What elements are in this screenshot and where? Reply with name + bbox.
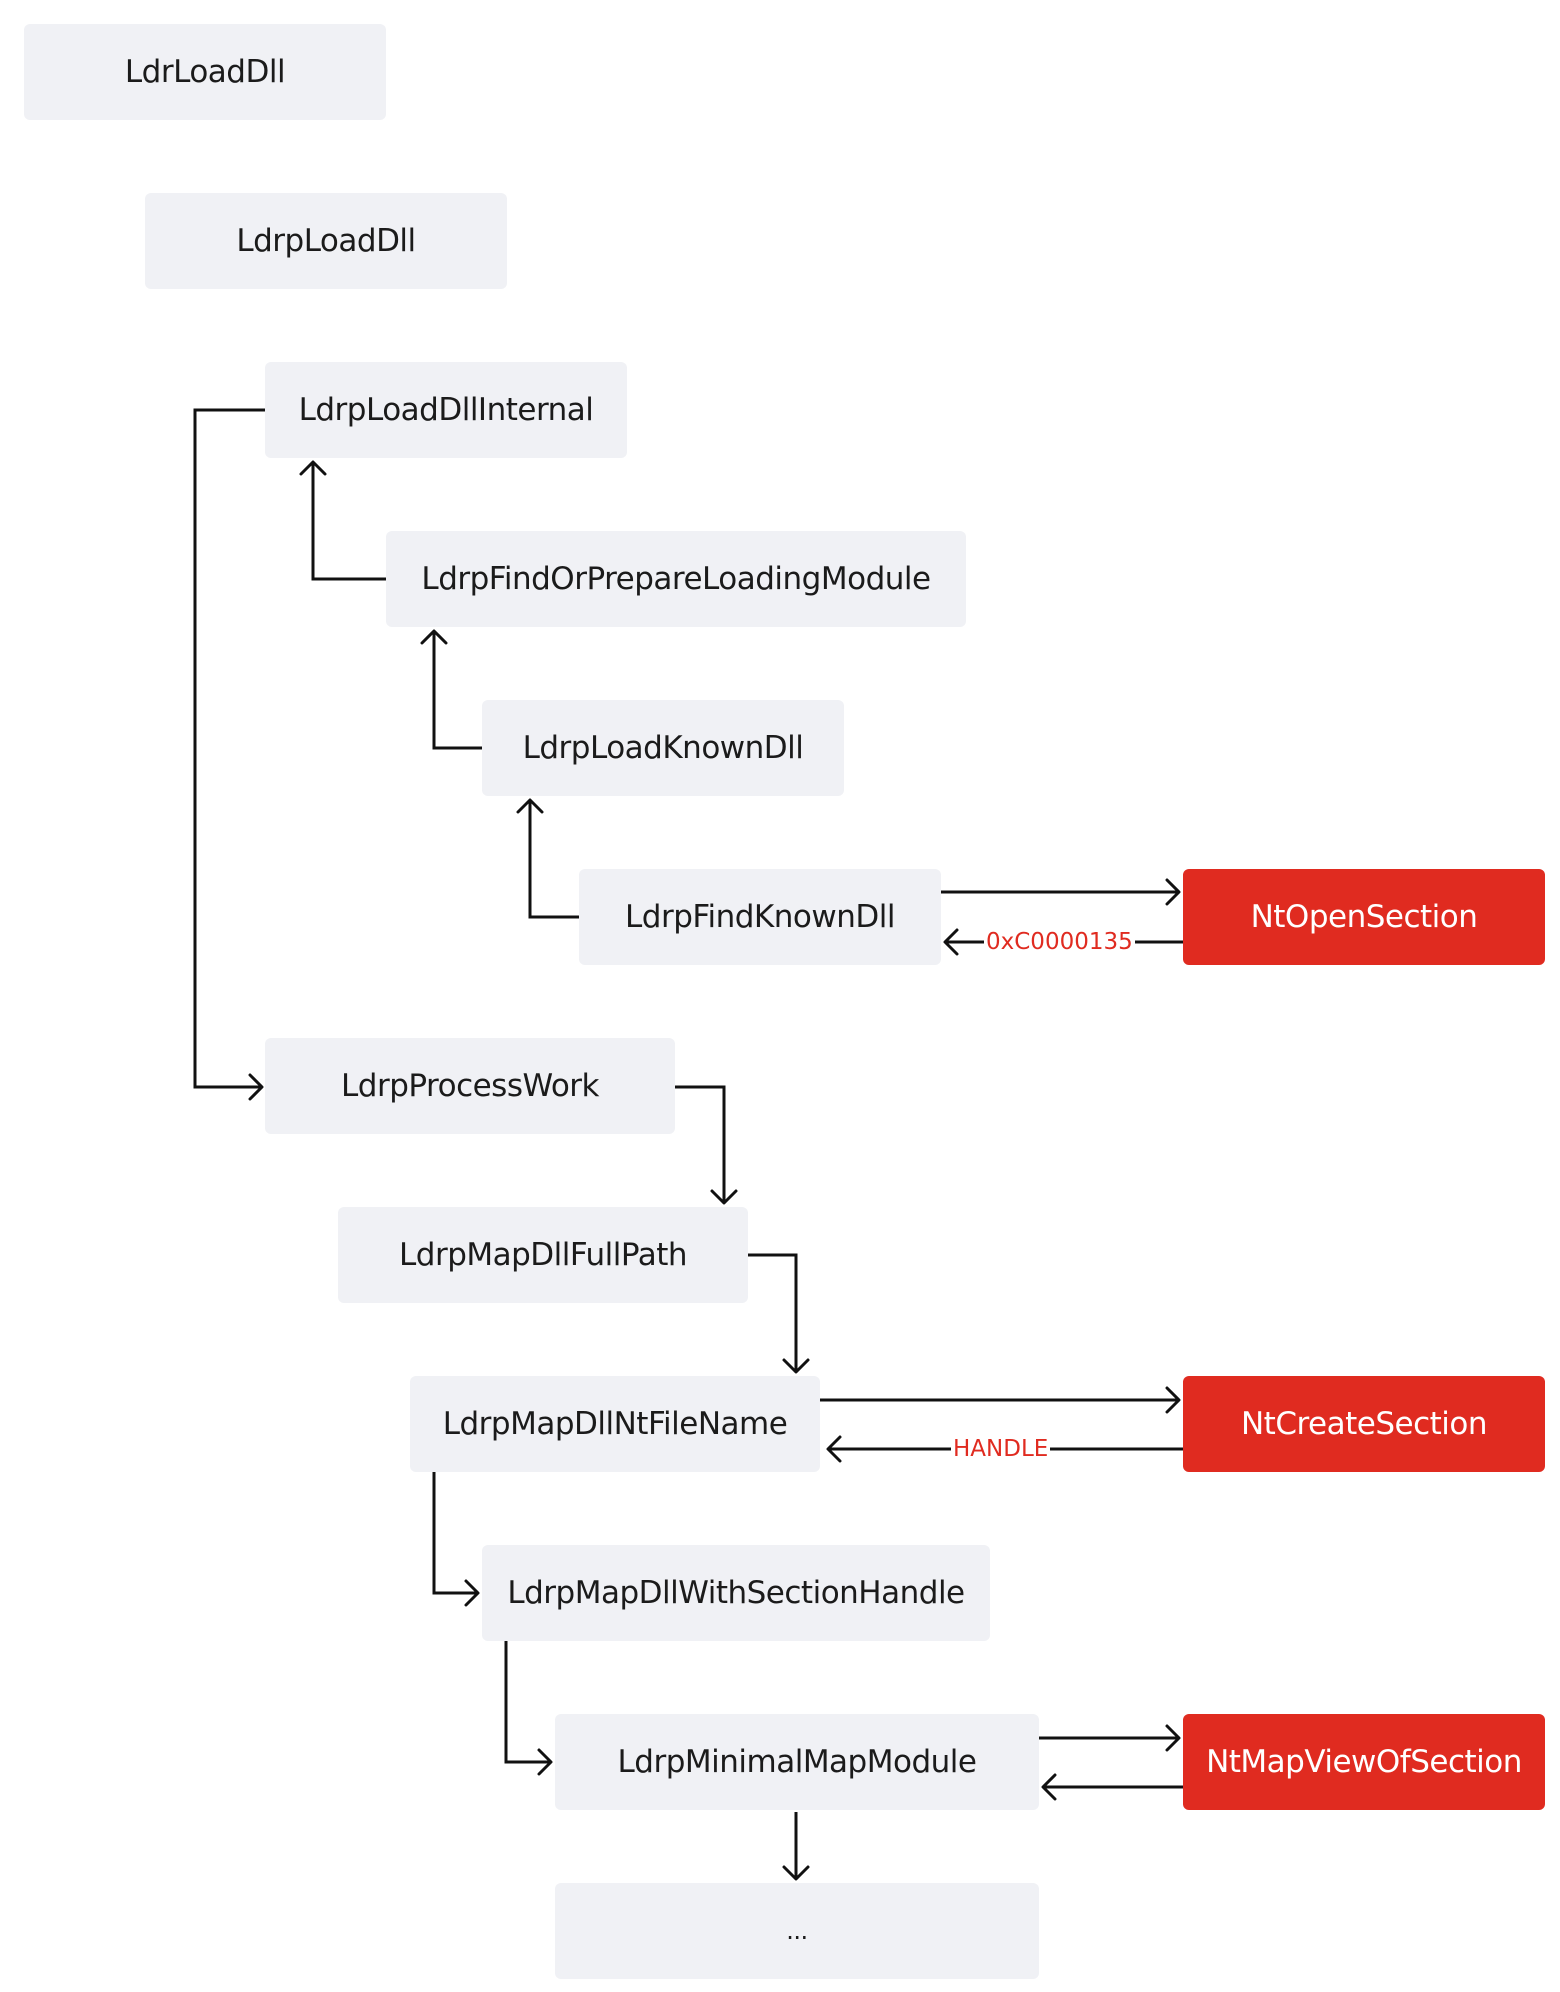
arrowhead-find-known-dll-return — [943, 928, 959, 956]
arrowhead-nt-create-section — [1165, 1386, 1181, 1414]
arrowhead-load-known-dll — [516, 798, 544, 814]
arrowhead-nt-file-name-return — [826, 1435, 842, 1463]
node-nt-map-view-of-section: NtMapViewOfSection — [1183, 1714, 1545, 1810]
node-ldrp-minimal-map-module: LdrpMinimalMapModule — [555, 1714, 1039, 1810]
edge-internal-to-process-work — [193, 408, 265, 1089]
node-ldrp-process-work: LdrpProcessWork — [265, 1038, 675, 1134]
edge-map-dll-full-path-to-nt-file-name — [748, 1253, 798, 1372]
edge-with-section-handle-to-minimal-map-module — [504, 1641, 551, 1764]
arrowhead-find-or-prepare — [420, 629, 448, 645]
arrowhead-process-work — [248, 1073, 264, 1101]
arrowhead-ellipsis — [782, 1865, 810, 1881]
node-ldrp-map-dll-with-section-handle: LdrpMapDllWithSectionHandle — [482, 1545, 990, 1641]
node-ldrp-find-or-prepare-loading-module: LdrpFindOrPrepareLoadingModule — [386, 531, 966, 627]
label-handle: HANDLE — [951, 1436, 1051, 1462]
arrowhead-minimal-map-module-return — [1041, 1773, 1057, 1801]
arrowhead-internal — [299, 460, 327, 476]
label-status-0xc0000135: 0xC0000135 — [984, 929, 1135, 955]
edge-find-known-dll-to-load-known-dll — [528, 800, 579, 919]
node-ldrp-load-dll: LdrpLoadDll — [145, 193, 507, 289]
arrowhead-nt-open-section — [1165, 878, 1181, 906]
arrowhead-map-dll-full-path — [710, 1189, 738, 1205]
node-ldr-load-dll: LdrLoadDll — [24, 24, 386, 120]
node-ldrp-load-dll-internal: LdrpLoadDllInternal — [265, 362, 627, 458]
node-ldrp-map-dll-nt-file-name: LdrpMapDllNtFileName — [410, 1376, 820, 1472]
node-ellipsis: ... — [555, 1883, 1039, 1979]
edge-nt-file-name-to-with-section-handle — [432, 1472, 478, 1595]
node-nt-create-section: NtCreateSection — [1183, 1376, 1545, 1472]
node-ldrp-load-known-dll: LdrpLoadKnownDll — [482, 700, 844, 796]
edge-find-or-prepare-to-internal — [311, 462, 386, 581]
arrowhead-nt-map-view-of-section — [1165, 1724, 1181, 1752]
node-ldrp-find-known-dll: LdrpFindKnownDll — [579, 869, 941, 965]
arrowhead-with-section-handle — [464, 1579, 480, 1607]
arrowhead-minimal-map-module — [537, 1748, 553, 1776]
edge-load-known-dll-to-find-or-prepare — [432, 631, 482, 750]
node-nt-open-section: NtOpenSection — [1183, 869, 1545, 965]
edge-process-work-to-map-dll-full-path — [675, 1085, 726, 1203]
arrowhead-map-dll-nt-file-name — [782, 1358, 810, 1374]
node-ldrp-map-dll-full-path: LdrpMapDllFullPath — [338, 1207, 748, 1303]
